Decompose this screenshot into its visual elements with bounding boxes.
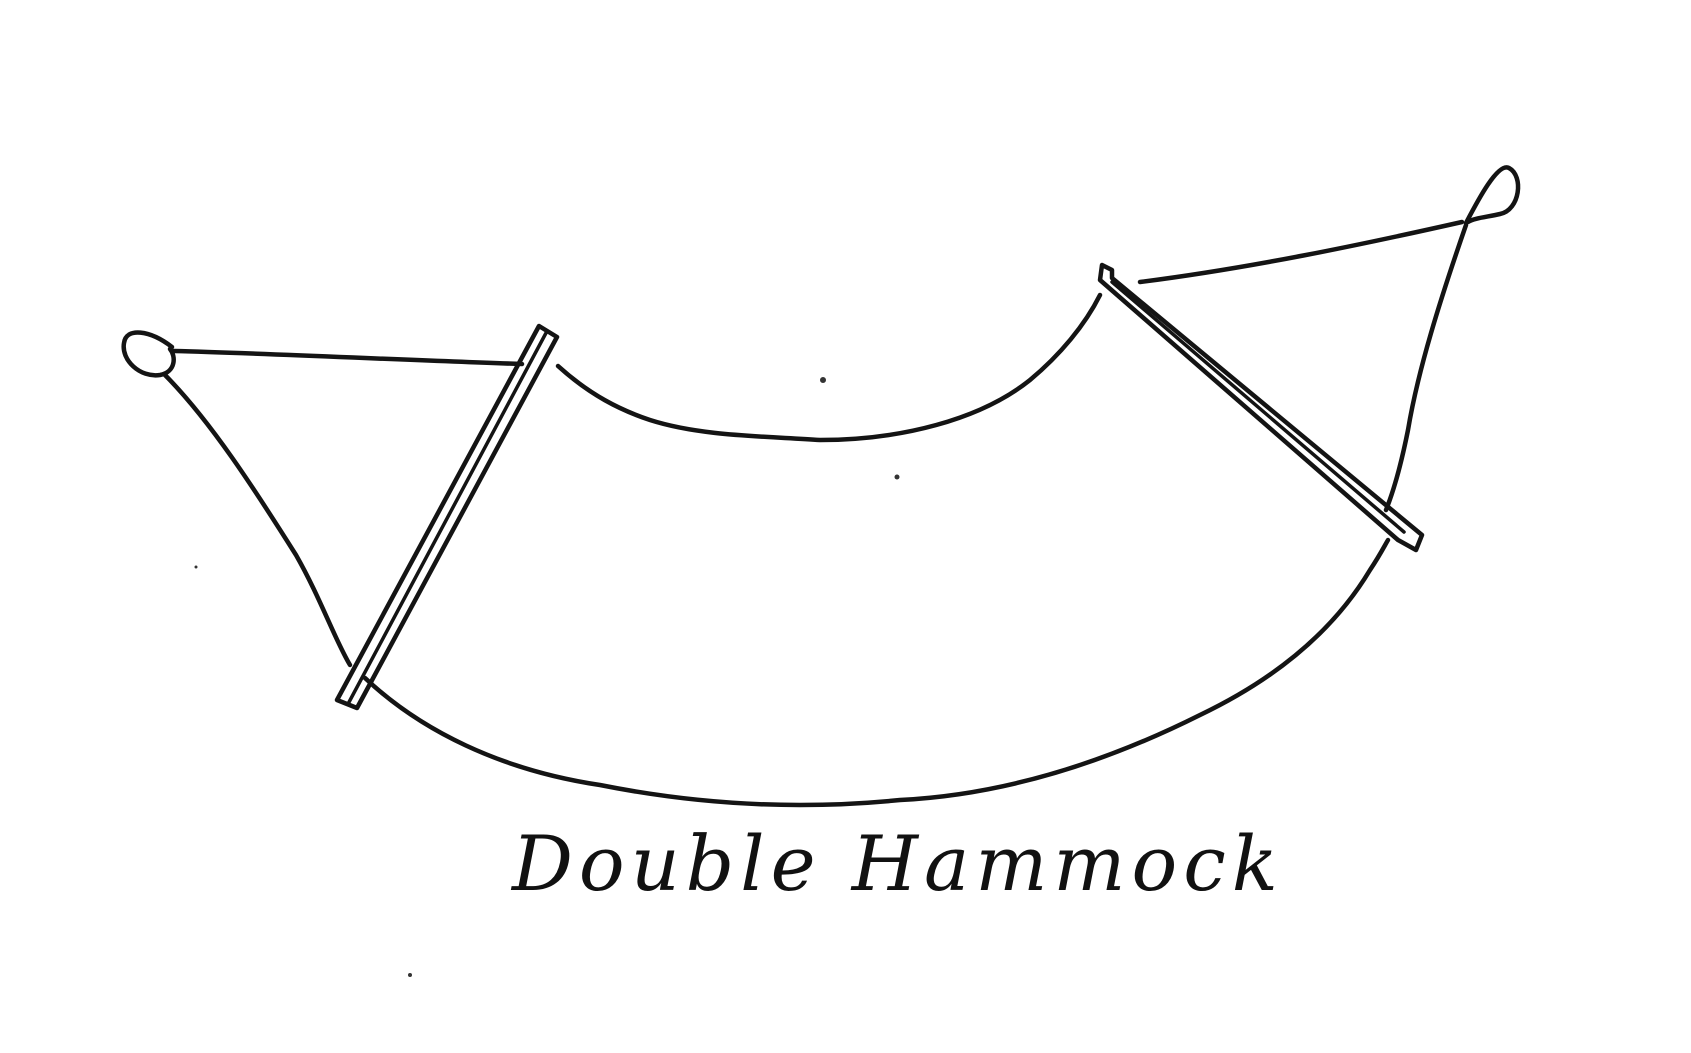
left-spreader-bar xyxy=(334,323,560,711)
right-hanging-ring-icon xyxy=(1463,165,1521,226)
paper-specks xyxy=(194,377,900,977)
diagram-caption: Double Hammock xyxy=(510,819,1284,908)
right-suspension-ropes xyxy=(1137,219,1469,513)
hammock-bed-bottom-edge xyxy=(362,537,1391,808)
right-spreader-bar xyxy=(1097,262,1425,553)
left-suspension-ropes xyxy=(161,348,525,668)
left-hanging-ring-icon xyxy=(121,330,176,378)
hammock-bed-top-edge xyxy=(555,292,1103,443)
